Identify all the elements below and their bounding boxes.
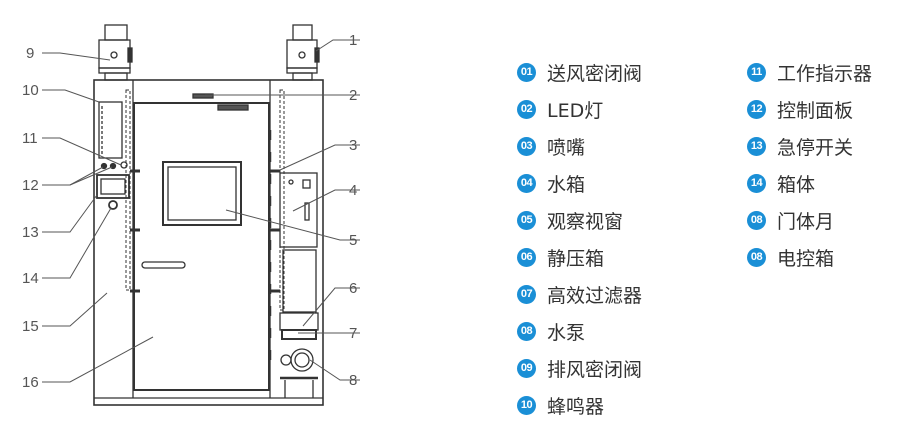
water-tank [279, 172, 318, 248]
legend-number-badge: 03 [517, 136, 536, 156]
callout-4: 4 [349, 182, 357, 199]
callout-1: 1 [349, 32, 357, 49]
legend-number-badge: 06 [517, 247, 536, 267]
callout-8: 8 [349, 372, 357, 389]
legend-number-badge: 04 [517, 173, 536, 193]
callout-7: 7 [349, 325, 357, 342]
legend-label: 门体月 [777, 210, 835, 233]
emergency-stop [108, 200, 118, 210]
legend-item: 08 水泵 [517, 318, 585, 344]
legend-item: 09 排风密闭阀 [517, 355, 642, 381]
legend-item: 12 控制面板 [747, 96, 853, 122]
callout-5: 5 [349, 232, 357, 249]
hepa-filter [281, 329, 317, 340]
legend-label: 电控箱 [777, 247, 835, 270]
legend-label: 水箱 [547, 173, 586, 196]
legend-label: 箱体 [777, 173, 816, 196]
legend-number-badge: 01 [517, 62, 536, 82]
legend-item: 06 静压箱 [517, 244, 604, 270]
supply-damper-valve [286, 24, 320, 81]
exhaust-damper-valve [98, 24, 133, 81]
legend-item: 01 送风密闭阀 [517, 59, 642, 85]
callout-6: 6 [349, 280, 357, 297]
legend-item: 08 电控箱 [747, 244, 834, 270]
door [133, 102, 270, 391]
legend-item: 03 喷嘴 [517, 133, 585, 159]
door-handle [141, 261, 186, 269]
led-light [192, 93, 214, 99]
legend-label: 水泵 [547, 321, 586, 344]
observation-window [162, 161, 242, 226]
water-pump [290, 348, 314, 372]
legend-label: 静压箱 [547, 247, 605, 270]
legend-item: 10 蜂鸣器 [517, 392, 604, 418]
legend-label: 工作指示器 [777, 62, 873, 85]
legend-number-badge: 14 [747, 173, 766, 193]
legend-label: 蜂鸣器 [547, 395, 605, 418]
legend-label: 排风密闭阀 [547, 358, 643, 381]
legend-number-badge: 08 [517, 321, 536, 341]
legend-label: 高效过滤器 [547, 284, 643, 307]
control-panel [96, 174, 130, 199]
legend-number-badge: 11 [747, 62, 766, 82]
legend-number-badge: 13 [747, 136, 766, 156]
legend-item: 14 箱体 [747, 170, 815, 196]
callout-13: 13 [22, 224, 39, 241]
legend-item: 11 工作指示器 [747, 59, 872, 85]
legend-number-badge: 07 [517, 284, 536, 304]
legend-number-badge: 09 [517, 358, 536, 378]
callout-9: 9 [26, 45, 34, 62]
legend-item: 04 水箱 [517, 170, 585, 196]
legend-label: 送风密闭阀 [547, 62, 643, 85]
legend-item: 05 观察视窗 [517, 207, 623, 233]
callout-15: 15 [22, 318, 39, 335]
legend-label: 喷嘴 [547, 136, 586, 159]
callout-11: 11 [22, 130, 38, 147]
callout-16: 16 [22, 374, 39, 391]
legend-item: 02 LED灯 [517, 96, 603, 122]
legend-number-badge: 08 [747, 247, 766, 267]
legend-item: 08 门体月 [747, 207, 834, 233]
legend-number-badge: 02 [517, 99, 536, 119]
legend-label: 控制面板 [777, 99, 854, 122]
legend-number-badge: 12 [747, 99, 766, 119]
callout-2: 2 [349, 87, 357, 104]
callout-3: 3 [349, 137, 357, 154]
cabinet-body [93, 79, 324, 406]
equipment-front-view-drawing: 9 10 11 12 13 14 15 16 1 2 3 4 5 6 7 8 [22, 24, 360, 406]
legend-number-badge: 05 [517, 210, 536, 230]
callout-14: 14 [22, 270, 39, 287]
buzzer-panel [98, 101, 123, 159]
legend-label: 观察视窗 [547, 210, 624, 233]
legend-label: 急停开关 [777, 136, 854, 159]
callout-12: 12 [22, 177, 39, 194]
legend-label: LED灯 [547, 99, 604, 122]
legend-item: 13 急停开关 [747, 133, 853, 159]
callout-10: 10 [22, 82, 39, 99]
legend-number-badge: 08 [747, 210, 766, 230]
legend-item: 07 高效过滤器 [517, 281, 642, 307]
legend-number-badge: 10 [517, 395, 536, 415]
